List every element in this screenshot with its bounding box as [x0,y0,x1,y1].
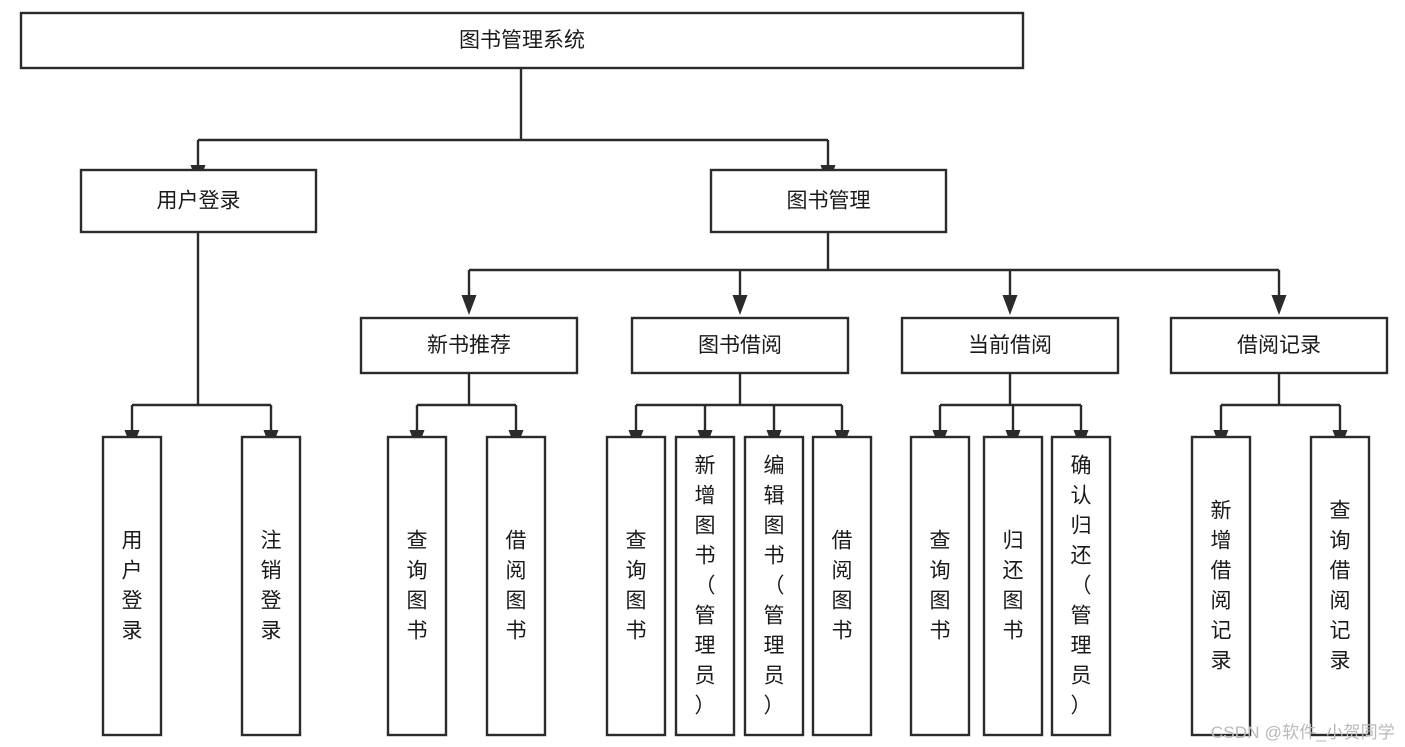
node-box-leaf-query-book-2[interactable] [605,435,667,737]
node-borrow-record[interactable]: 借阅记录 [1169,316,1389,375]
node-leaf-borrow-book-2[interactable]: 借阅图书 [811,435,873,737]
node-label-leaf-user-login: 用户登录 [122,530,143,643]
node-leaf-logout[interactable]: 注销登录 [240,435,302,737]
node-leaf-return-book[interactable]: 归还图书 [982,435,1044,737]
node-label-leaf-add-book: 新增图书（管理员） [695,455,716,718]
node-label-leaf-borrow-book-2: 借阅图书 [832,530,853,643]
node-box-leaf-add-record[interactable] [1190,435,1252,737]
node-label-leaf-query-book-2: 查询图书 [626,530,647,643]
node-label-root: 图书管理系统 [459,29,585,52]
node-box-user-login[interactable] [79,168,318,234]
node-label-leaf-confirm-return: 确认归还（管理员） [1071,455,1092,718]
node-leaf-add-book[interactable]: 新增图书（管理员） [674,435,736,737]
node-box-leaf-logout[interactable] [240,435,302,737]
node-box-new-book-rec[interactable] [359,316,579,375]
node-leaf-borrow-book-1[interactable]: 借阅图书 [485,435,547,737]
node-box-leaf-edit-book[interactable] [743,435,805,737]
node-box-leaf-return-book[interactable] [982,435,1044,737]
node-leaf-add-record[interactable]: 新增借阅记录 [1190,435,1252,737]
node-leaf-user-login[interactable]: 用户登录 [101,435,163,737]
node-label-leaf-query-book-1: 查询图书 [407,530,428,643]
node-box-root[interactable] [19,11,1025,70]
connector-arrow-icon [461,295,477,315]
node-current-borrow[interactable]: 当前借阅 [900,316,1120,375]
connector-arrow-icon [1271,295,1287,315]
node-label-new-book-rec: 新书推荐 [427,334,511,357]
node-box-book-borrow[interactable] [630,316,850,375]
node-label-leaf-query-book-3: 查询图书 [930,530,951,643]
node-new-book-rec[interactable]: 新书推荐 [359,316,579,375]
node-root[interactable]: 图书管理系统 [19,11,1025,70]
node-label-leaf-edit-book: 编辑图书（管理员） [764,455,785,718]
connectors-layer [124,68,1348,450]
node-leaf-query-book-1[interactable]: 查询图书 [386,435,448,737]
node-label-leaf-return-book: 归还图书 [1003,530,1024,643]
node-box-leaf-user-login[interactable] [101,435,163,737]
node-leaf-edit-book[interactable]: 编辑图书（管理员） [743,435,805,737]
node-box-book-manage[interactable] [709,168,948,234]
node-leaf-query-book-3[interactable]: 查询图书 [909,435,971,737]
node-label-leaf-borrow-book-1: 借阅图书 [506,530,527,643]
node-box-leaf-add-book[interactable] [674,435,736,737]
node-label-leaf-logout: 注销登录 [261,530,282,643]
node-label-borrow-record: 借阅记录 [1237,334,1321,357]
csdn-watermark: CSDN @软件_小贺同学 [1210,723,1395,742]
node-box-leaf-query-book-3[interactable] [909,435,971,737]
connector-arrow-icon [1002,295,1018,315]
nodes-layer: 图书管理系统用户登录图书管理新书推荐图书借阅当前借阅借阅记录用户登录注销登录查询… [19,11,1389,737]
node-leaf-query-record[interactable]: 查询借阅记录 [1309,435,1371,737]
node-box-leaf-query-record[interactable] [1309,435,1371,737]
node-box-current-borrow[interactable] [900,316,1120,375]
node-user-login[interactable]: 用户登录 [79,168,318,234]
connector-bookmanage-to-level3 [461,232,1287,315]
node-box-leaf-borrow-book-2[interactable] [811,435,873,737]
node-box-leaf-confirm-return[interactable] [1050,435,1112,737]
node-leaf-confirm-return[interactable]: 确认归还（管理员） [1050,435,1112,737]
node-box-leaf-borrow-book-1[interactable] [485,435,547,737]
connector-bookborrow-to-leaves [628,373,850,450]
connector-userlogin-to-leaves [124,232,279,450]
node-label-book-manage: 图书管理 [787,190,871,213]
node-label-user-login: 用户登录 [157,190,241,213]
node-label-current-borrow: 当前借阅 [968,334,1052,357]
node-box-leaf-query-book-1[interactable] [386,435,448,737]
node-label-book-borrow: 图书借阅 [698,334,782,357]
node-book-borrow[interactable]: 图书借阅 [630,316,850,375]
node-label-leaf-query-record: 查询借阅记录 [1330,500,1351,673]
connector-arrow-icon [732,295,748,315]
connector-root-to-level2 [190,68,836,185]
node-label-leaf-add-record: 新增借阅记录 [1211,500,1232,673]
node-leaf-query-book-2[interactable]: 查询图书 [605,435,667,737]
node-box-borrow-record[interactable] [1169,316,1389,375]
node-book-manage[interactable]: 图书管理 [709,168,948,234]
